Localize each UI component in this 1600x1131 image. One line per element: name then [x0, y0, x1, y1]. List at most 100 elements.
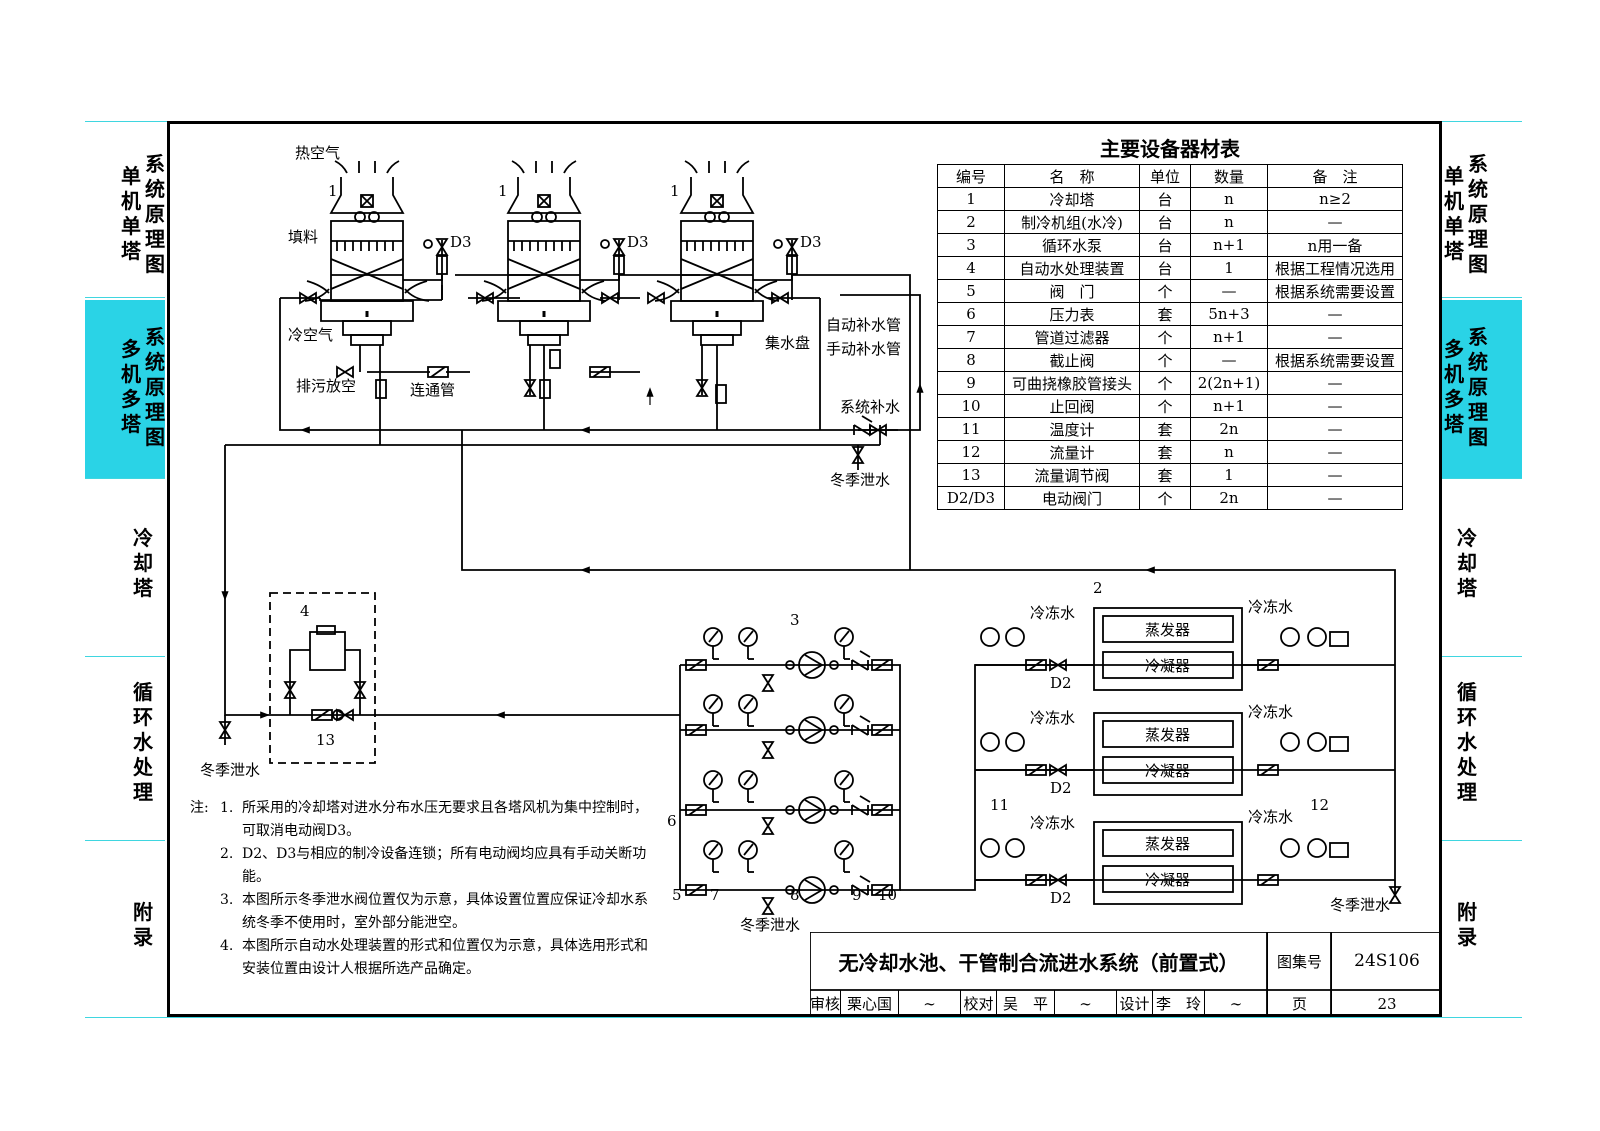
table-cell: 4: [937, 256, 1005, 280]
label-number: 7: [710, 886, 720, 904]
table-cell: —: [1267, 440, 1403, 464]
note-item: D2、D3与相应的制冷设备连锁；所有电动阀均应具有手动关断功能。: [242, 846, 647, 885]
table-cell: 3: [937, 233, 1005, 257]
table-cell: 自动水处理装置: [1004, 256, 1140, 280]
table-cell: n+1: [1190, 325, 1268, 349]
table-cell: 根据系统需要设置: [1267, 279, 1403, 303]
table-cell: 2n: [1190, 486, 1268, 510]
label-d3: D3: [627, 233, 649, 251]
sidebar-item-water-treatment[interactable]: 循环水处理: [1456, 680, 1478, 805]
label-number: 11: [990, 796, 1009, 814]
table-cell: 10: [937, 394, 1005, 418]
sidebar-item-tower[interactable]: 冷却塔: [132, 526, 154, 601]
chiller-unit: [975, 607, 1349, 691]
table-cell: 止回阀: [1004, 394, 1140, 418]
d3-valve: [786, 238, 798, 275]
table-cell: 8: [937, 348, 1005, 372]
table-cell: 冷却塔: [1004, 187, 1140, 211]
table-cell: 制冷机组(水冷): [1004, 210, 1140, 234]
label-drain-vent: 排污放空: [296, 377, 356, 395]
sidebar-item-label: 冷却塔: [1457, 526, 1477, 600]
sidebar-item-label: 系统原理图: [145, 152, 165, 276]
sidebar-item-appendix[interactable]: 附录: [132, 900, 154, 950]
table-cell: 根据系统需要设置: [1267, 348, 1403, 372]
sidebar-item-label: 系统原理图: [1468, 325, 1488, 449]
table-title: 主要设备器材表: [1100, 137, 1240, 161]
label-chilled-water: 冷冻水: [1030, 604, 1075, 622]
label-number: 9: [852, 886, 862, 904]
notes-prefix: 注:: [190, 800, 209, 816]
table-cell: n: [1190, 440, 1268, 464]
label-condenser: 冷凝器: [1145, 762, 1190, 780]
sidebar-item-appendix[interactable]: 附录: [1456, 900, 1478, 950]
table-cell: —: [1267, 371, 1403, 395]
table-cell: 5n+3: [1190, 302, 1268, 326]
label-number: 5: [672, 886, 682, 904]
table-cell: —: [1190, 348, 1268, 372]
table-cell: 可曲挠橡胶管接头: [1004, 371, 1140, 395]
table-cell: 个: [1139, 486, 1191, 510]
table-cell: D2/D3: [937, 486, 1005, 510]
label-number: 4: [300, 602, 310, 620]
table-cell: —: [1267, 463, 1403, 487]
table-cell: 套: [1139, 463, 1191, 487]
table-cell: —: [1267, 486, 1403, 510]
label-d2: D2: [1050, 889, 1072, 907]
table-cell: 流量计: [1004, 440, 1140, 464]
table-cell: 电动阀门: [1004, 486, 1140, 510]
label-chilled-water: 冷冻水: [1248, 808, 1293, 826]
table-header: 名 称: [1004, 164, 1140, 188]
label-condenser: 冷凝器: [1145, 871, 1190, 889]
table-cell: 台: [1139, 187, 1191, 211]
label-number: 12: [1310, 796, 1329, 814]
label-d2: D2: [1050, 674, 1072, 692]
table-cell: 管道过滤器: [1004, 325, 1140, 349]
table-cell: 12: [937, 440, 1005, 464]
pump-row: [685, 770, 893, 835]
sidebar-item-label: 循环水处理: [133, 680, 153, 804]
reviewer-signature: ∼: [898, 990, 960, 1017]
water-treatment-box: [269, 592, 376, 764]
sidebar-item-water-treatment[interactable]: 循环水处理: [132, 680, 154, 805]
chiller-unit: [975, 821, 1349, 905]
label-condenser: 冷凝器: [1145, 657, 1190, 675]
table-header: 编号: [937, 164, 1005, 188]
note-item: 本图所示自动水处理装置的形式和位置仅为示意，具体选用形式和安装位置由设计人根据所…: [242, 938, 648, 977]
label-manual-makeup: 手动补水管: [826, 340, 901, 358]
label-chilled-water: 冷冻水: [1030, 814, 1075, 832]
label-d2: D2: [1050, 779, 1072, 797]
page-number: 23: [1331, 990, 1442, 1017]
pump-row: [685, 694, 893, 759]
table-cell: 2: [937, 210, 1005, 234]
water-treatment-unit: [309, 631, 346, 671]
table-cell: 流量调节阀: [1004, 463, 1140, 487]
label-number: 13: [316, 731, 335, 749]
table-cell: 套: [1139, 417, 1191, 441]
label-winter-drain: 冬季泄水: [200, 761, 260, 779]
table-cell: —: [1190, 279, 1268, 303]
sidebar-item-tower[interactable]: 冷却塔: [1456, 526, 1478, 601]
label-chilled-water: 冷冻水: [1248, 598, 1293, 616]
table-cell: n: [1190, 210, 1268, 234]
label-collect-pan: 集水盘: [765, 334, 810, 352]
atlas-number: 24S106: [1331, 932, 1442, 990]
active-tab-left: [85, 300, 165, 478]
sidebar-item-sub: 多机多塔: [1444, 337, 1464, 436]
table-cell: —: [1267, 325, 1403, 349]
sidebar-item-label: 系统原理图: [1468, 152, 1488, 276]
note-item: 本图所示冬季泄水阀位置仅为示意，具体设置位置应保证冷却水系统冬季不使用时，室外部…: [242, 892, 648, 931]
check-label: 校对: [960, 990, 996, 1017]
label-number: 3: [790, 611, 800, 629]
label-number: 1: [328, 182, 338, 200]
label-number: 8: [790, 886, 800, 904]
table-cell: 1: [937, 187, 1005, 211]
table-cell: 个: [1139, 325, 1191, 349]
table-cell: 2(2n+1): [1190, 371, 1268, 395]
